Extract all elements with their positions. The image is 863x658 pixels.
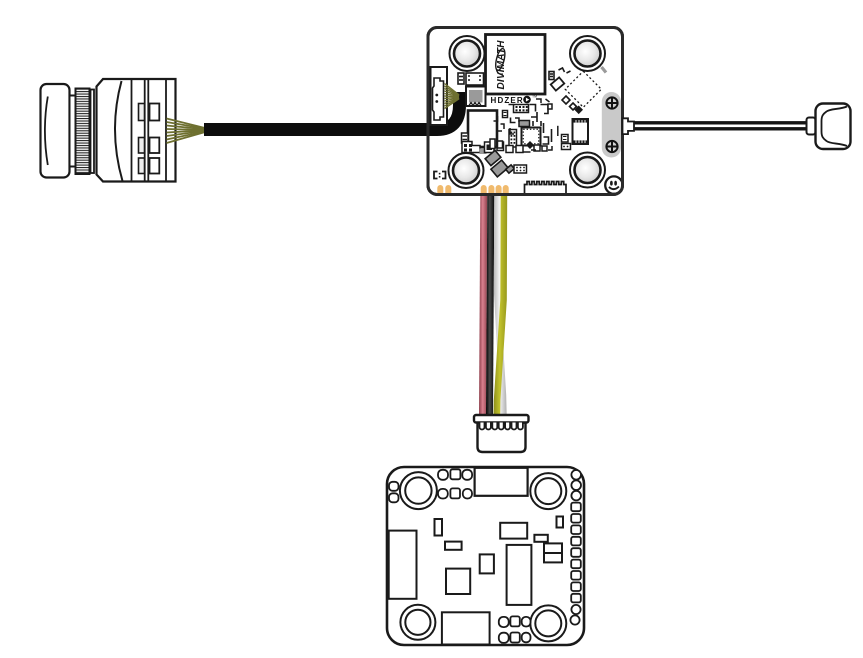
svg-text:DIVIMATH: DIVIMATH: [496, 40, 507, 90]
svg-text:TM: TM: [532, 95, 537, 99]
svg-text:HDZER: HDZER: [491, 96, 523, 105]
